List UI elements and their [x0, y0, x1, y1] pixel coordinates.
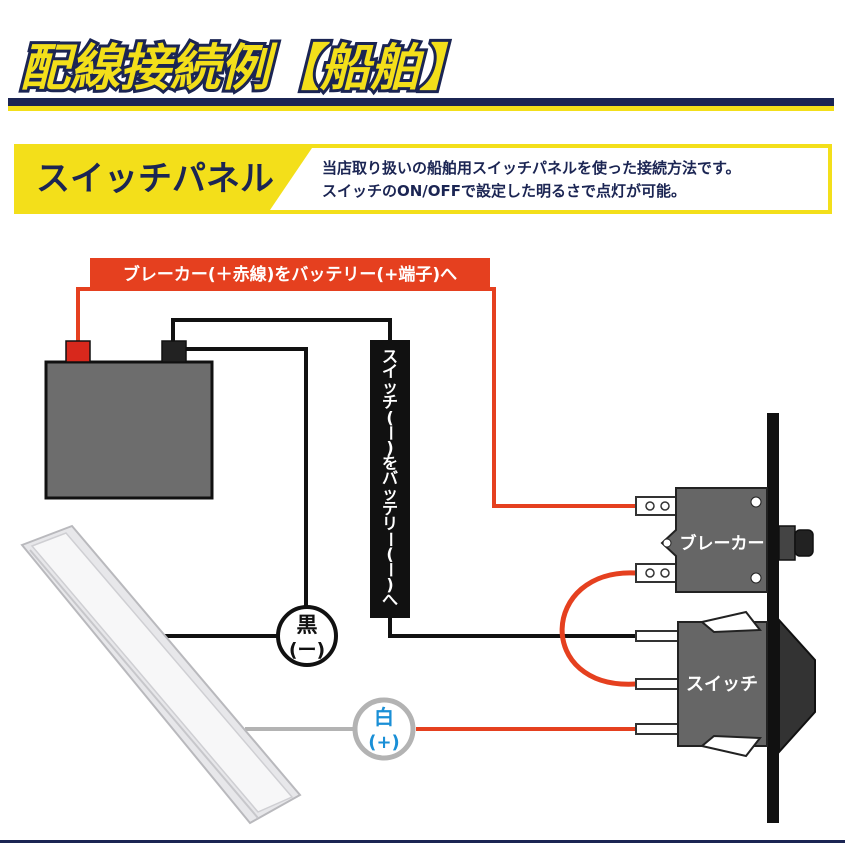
switch-minus-label-text: スイッチ(ー)をバッテリー(ー)へ — [381, 347, 400, 609]
switch-minus-label-char: イ — [382, 362, 398, 381]
page-title: 配線接続例【船舶】 — [20, 39, 470, 97]
switch-label: スイッチ — [686, 674, 758, 695]
switch-minus-label-char: ッ — [382, 377, 398, 396]
black-badge-text2: (ー) — [289, 639, 325, 661]
switch-minus-label-char: ) — [386, 575, 393, 594]
switch-rocker — [778, 617, 816, 755]
white-badge-text1: 白 — [374, 705, 394, 729]
switch-minus-label-char: ( — [386, 408, 393, 427]
breaker-screw-icon — [662, 538, 672, 548]
switch-panel-plate — [767, 413, 779, 823]
switch-minus-label-char: ッ — [382, 484, 398, 503]
switch-minus-label-char: ー — [381, 425, 400, 441]
terminal-hole-icon — [645, 568, 655, 578]
wires — [76, 287, 637, 731]
header: 配線接続例【船舶】 — [8, 36, 834, 111]
breaker-terminal-bottom — [635, 563, 679, 583]
black-minus-badge: 黒 (ー) — [276, 605, 338, 667]
battery-positive-terminal — [65, 340, 91, 363]
switch-pin-top — [635, 630, 681, 642]
white-plus-badge: 白 (+) — [352, 697, 416, 761]
breaker-terminal-top — [635, 496, 679, 516]
black-badge-text1: 黒 — [297, 613, 318, 637]
section-desc-line1: 当店取り扱いの船舶用スイッチパネルを使った接続方法です。 — [322, 159, 741, 177]
section-desc-line2: スイッチのON/OFFで設定した明るさで点灯が可能。 — [322, 182, 686, 200]
switch-minus-label-char: リ — [382, 514, 398, 533]
wire-black-switch-minus — [171, 318, 636, 638]
red-wire-label-bg — [90, 258, 490, 288]
title-underline-yellow — [8, 106, 834, 111]
light-bar-lens — [30, 532, 294, 813]
light-bar-edge — [29, 549, 259, 819]
bottom-rule — [0, 840, 845, 843]
battery-negative-terminal — [161, 340, 187, 363]
battery-body — [44, 360, 214, 500]
wire-red-breaker — [76, 287, 636, 508]
switch-pin-bottom — [635, 723, 681, 735]
switch-minus-label-char: ー — [381, 562, 400, 578]
breaker-reset-button — [794, 529, 814, 557]
breaker-screw-icon — [750, 496, 762, 508]
white-badge-circle — [352, 697, 416, 761]
red-wire-label-text: ブレーカー(＋赤線)をバッテリー(+端子)へ — [123, 264, 457, 285]
banner-desc-panel — [270, 148, 828, 210]
switch-clip-bottom — [699, 734, 762, 758]
switch-minus-label-char: へ — [382, 590, 398, 609]
wire-black-light-minus — [160, 347, 308, 638]
switch-clip-top — [699, 610, 762, 634]
section-banner: スイッチパネル 当店取り扱いの船舶用スイッチパネルを使った接続方法です。 スイッ… — [14, 144, 832, 214]
switch-minus-label-char: ー — [381, 531, 400, 547]
breaker-screw-icon — [750, 572, 762, 584]
switch-pin-middle — [635, 678, 681, 690]
switch-minus-label-bg — [370, 340, 410, 618]
switch-minus-label-char: チ — [382, 393, 398, 412]
black-badge-circle — [276, 605, 338, 667]
battery — [44, 340, 214, 500]
terminal-hole-icon — [645, 501, 655, 511]
terminal-hole-icon — [660, 501, 670, 511]
switch-minus-label-char: を — [382, 453, 398, 472]
switch-minus-label-char: テ — [382, 499, 398, 518]
led-light-bar — [20, 524, 302, 825]
section-label: スイッチパネル — [36, 159, 274, 199]
breaker-body — [660, 487, 768, 593]
rocker-switch: スイッチ — [635, 610, 816, 758]
breaker-label: ブレーカー — [680, 533, 765, 554]
switch-body — [677, 621, 768, 747]
switch-minus-label-char: ( — [386, 545, 393, 564]
switch-minus-label-char: ス — [382, 347, 398, 366]
red-wire-label: ブレーカー(＋赤線)をバッテリー(+端子)へ — [90, 258, 490, 288]
terminal-hole-icon — [660, 568, 670, 578]
switch-minus-label: スイッチ(ー)をバッテリー(ー)へ — [370, 340, 410, 618]
breaker-button-collar — [778, 525, 796, 561]
white-badge-text2: (+) — [368, 732, 400, 753]
breaker: ブレーカー — [635, 487, 814, 593]
wire-red-jumper — [559, 570, 637, 687]
switch-minus-label-char: バ — [382, 469, 398, 488]
switch-minus-label-char: ) — [386, 438, 393, 457]
title-underline-navy — [8, 98, 834, 106]
